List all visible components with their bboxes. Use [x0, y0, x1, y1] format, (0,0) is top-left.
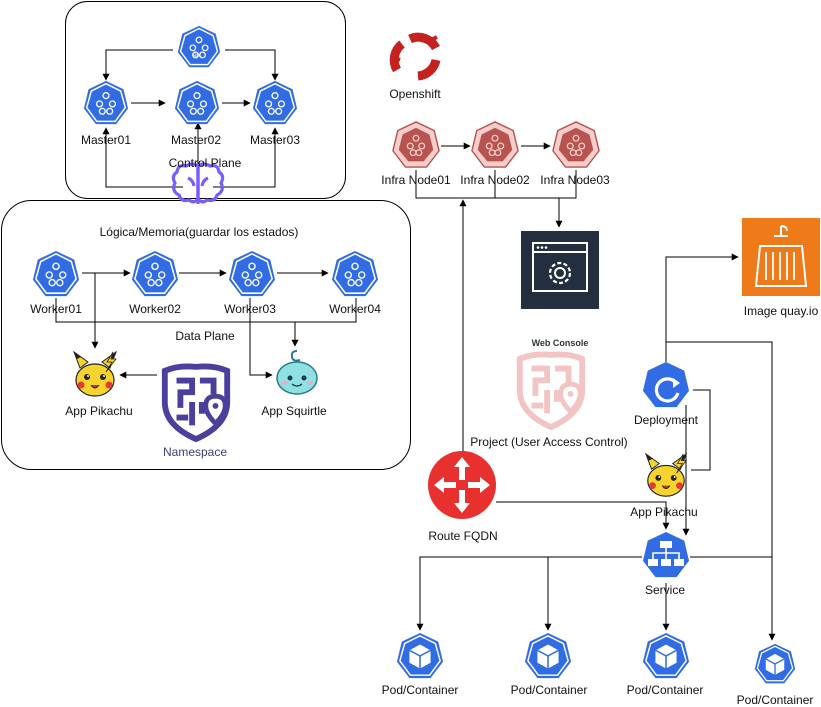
namespace-label: Namespace	[162, 445, 228, 459]
app-pikachu-deploy-label: App Pikachu	[630, 505, 698, 519]
data-plane-caption: Data Plane	[175, 329, 235, 343]
infra-node02-label: Infra Node02	[460, 173, 530, 187]
container-registry-icon	[742, 218, 820, 296]
app-pikachu-label: App Pikachu	[65, 404, 133, 418]
namespace-shield-icon	[165, 366, 227, 439]
worker01-icon	[32, 250, 80, 297]
control-plane-caption: Control Plane	[168, 156, 242, 170]
memory-caption: Lógica/Memoria(guardar los estados)	[99, 225, 299, 239]
master03-label: Master03	[249, 133, 301, 147]
web-console-gear-icon	[521, 231, 599, 309]
pod-icon	[754, 643, 796, 685]
web-console-label: Web Console	[531, 338, 589, 348]
image-registry-label: Image quay.io	[743, 304, 819, 318]
data-plane-edges	[55, 269, 357, 379]
brain-icon	[171, 162, 225, 204]
deployment-edges	[416, 253, 776, 641]
pod-label: Pod/Container	[736, 693, 814, 707]
pod-icon	[396, 632, 444, 679]
deployment-label: Deployment	[633, 413, 699, 427]
pod-label: Pod/Container	[510, 683, 588, 697]
project-label: Project (User Access Control)	[470, 435, 628, 449]
infra-node01-label: Infra Node01	[381, 173, 451, 187]
master03-icon	[252, 80, 298, 125]
master02-icon	[174, 80, 220, 125]
master02-label: Master02	[170, 133, 222, 147]
squirtle-icon	[275, 349, 319, 396]
project-shield-icon	[520, 354, 582, 427]
infra-node02-icon	[471, 121, 519, 168]
api-badge: api	[193, 53, 201, 59]
pikachu-deploy-icon	[645, 453, 687, 497]
infra-node01-icon	[392, 121, 440, 168]
pod-label: Pod/Container	[381, 683, 459, 697]
route-arrows-icon	[428, 451, 496, 519]
pod-icon	[524, 632, 572, 679]
infra-node03-label: Infra Node03	[540, 173, 610, 187]
pod-label: Pod/Container	[626, 683, 704, 697]
openshift-label: Openshift	[389, 87, 441, 101]
control-plane-edges	[102, 49, 279, 188]
openshift-logo-icon	[389, 32, 441, 81]
infra-node03-icon	[552, 121, 600, 168]
worker01-label: Worker01	[30, 302, 82, 316]
route-label: Route FQDN	[428, 529, 498, 543]
deployment-icon	[642, 361, 690, 408]
infra-edges	[415, 142, 577, 452]
app-squirtle-label: App Squirtle	[261, 404, 327, 418]
control-plane-group	[65, 1, 346, 199]
worker03-label: Worker03	[224, 302, 276, 316]
worker02-icon	[131, 250, 179, 297]
worker03-icon	[228, 250, 276, 297]
api-icon	[177, 25, 221, 69]
master01-label: Master01	[80, 133, 132, 147]
service-label: Service	[644, 583, 686, 597]
master01-icon	[83, 80, 129, 125]
worker02-label: Worker02	[129, 302, 181, 316]
service-icon	[642, 531, 690, 578]
worker04-icon	[331, 250, 379, 297]
pikachu-icon	[73, 351, 117, 397]
pod-icon	[642, 632, 690, 679]
worker04-label: Worker04	[329, 302, 381, 316]
